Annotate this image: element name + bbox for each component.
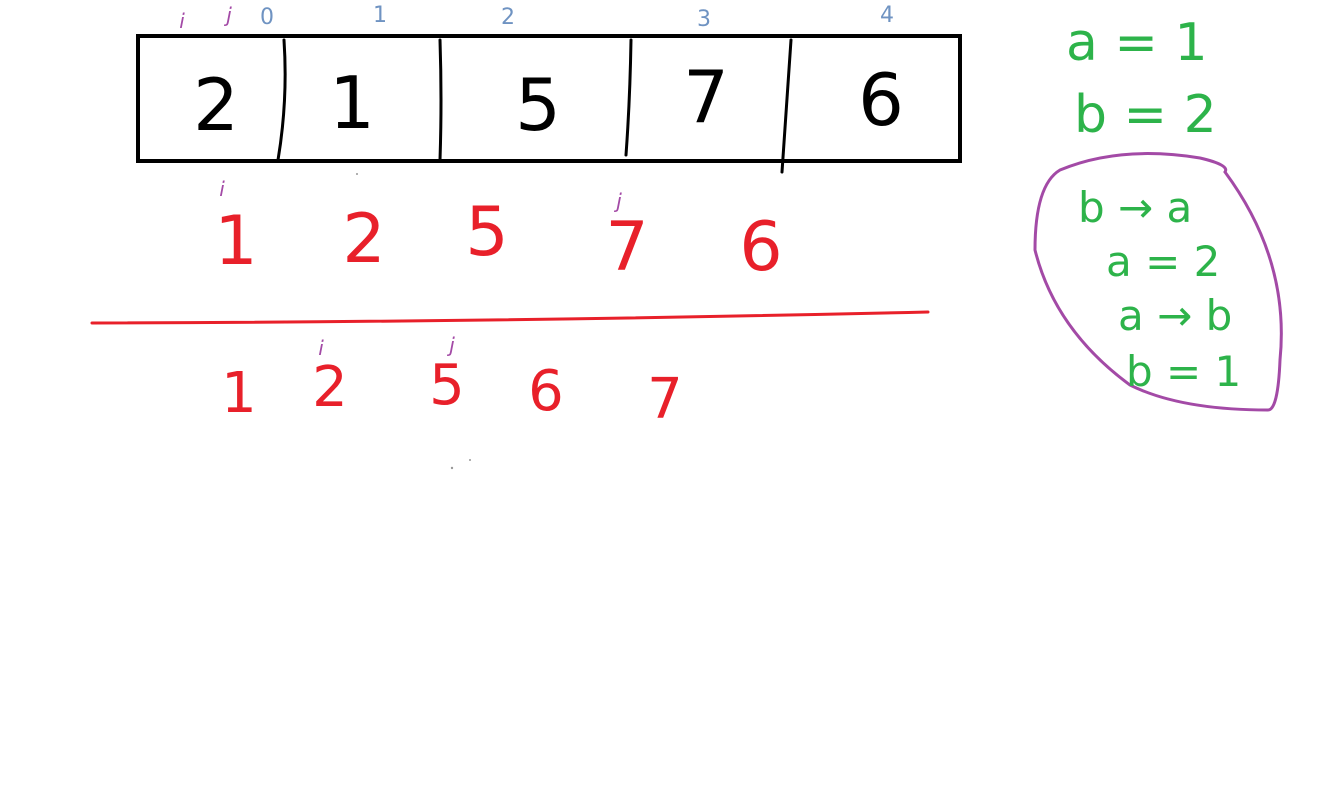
row2-value-1: 2 (312, 355, 348, 420)
array-cell-1-value: 1 (329, 61, 375, 145)
array-cell-4-value: 6 (858, 58, 904, 142)
array-index-3: 3 (697, 7, 711, 32)
row1-pointer-markers: i j (219, 177, 622, 213)
swap-notes-steps: b → a a = 2 a → b b = 1 (1078, 183, 1241, 396)
array-cell-2-value: 5 (515, 63, 561, 147)
marker-i: i (179, 9, 185, 33)
marker-j: j (613, 189, 622, 213)
row1-value-0: 1 (214, 202, 257, 281)
array-divider (438, 38, 443, 162)
note-step-0: b → a (1078, 183, 1192, 232)
row2-value-2: 5 (429, 353, 465, 418)
array-divider (780, 38, 793, 174)
row1-value-1: 2 (342, 200, 385, 279)
stray-dot (356, 173, 358, 175)
swap-steps-loop (1033, 152, 1283, 412)
stray-dot (469, 459, 471, 461)
note-step-2: a → b (1118, 291, 1232, 340)
array-cell-3-value: 7 (683, 55, 729, 139)
array-values: 2 1 5 7 6 (193, 55, 904, 147)
row2-value-3: 6 (528, 359, 564, 424)
array-index-labels: 0 1 2 3 4 (260, 3, 894, 32)
marker-i: i (219, 177, 225, 201)
note-step-1: a = 2 (1106, 237, 1220, 286)
array-index-2: 2 (501, 5, 515, 30)
array-pointer-markers: i j (179, 3, 232, 33)
note-a-equals: a = 1 (1066, 13, 1208, 73)
row1-value-3: 7 (605, 208, 648, 287)
array-dividers (276, 38, 793, 174)
row1-values: 1 2 5 7 6 (214, 193, 782, 287)
array-index-1: 1 (373, 3, 387, 28)
array-divider (276, 38, 287, 162)
marker-i: i (318, 336, 324, 360)
array-outline (136, 34, 962, 163)
marker-j: j (446, 333, 455, 357)
array-index-0: 0 (260, 5, 274, 30)
row2-value-0: 1 (221, 361, 257, 426)
array-box (136, 34, 962, 163)
separator-line (90, 310, 930, 325)
array-divider (624, 38, 633, 157)
note-b-equals: b = 2 (1074, 85, 1217, 145)
row1-value-2: 5 (465, 193, 508, 272)
row2-value-4: 7 (647, 367, 683, 432)
row1-value-4: 6 (739, 208, 782, 287)
row2-pointer-markers: i j (318, 333, 455, 360)
marker-j: j (223, 3, 232, 27)
stray-marks (356, 173, 471, 470)
array-cell-0-value: 2 (193, 63, 239, 147)
stray-dot (450, 466, 454, 470)
array-index-4: 4 (880, 3, 894, 28)
row2-values: 1 2 5 6 7 (221, 353, 683, 432)
note-step-3: b = 1 (1126, 347, 1241, 396)
swap-notes-initial: a = 1 b = 2 (1066, 13, 1217, 145)
